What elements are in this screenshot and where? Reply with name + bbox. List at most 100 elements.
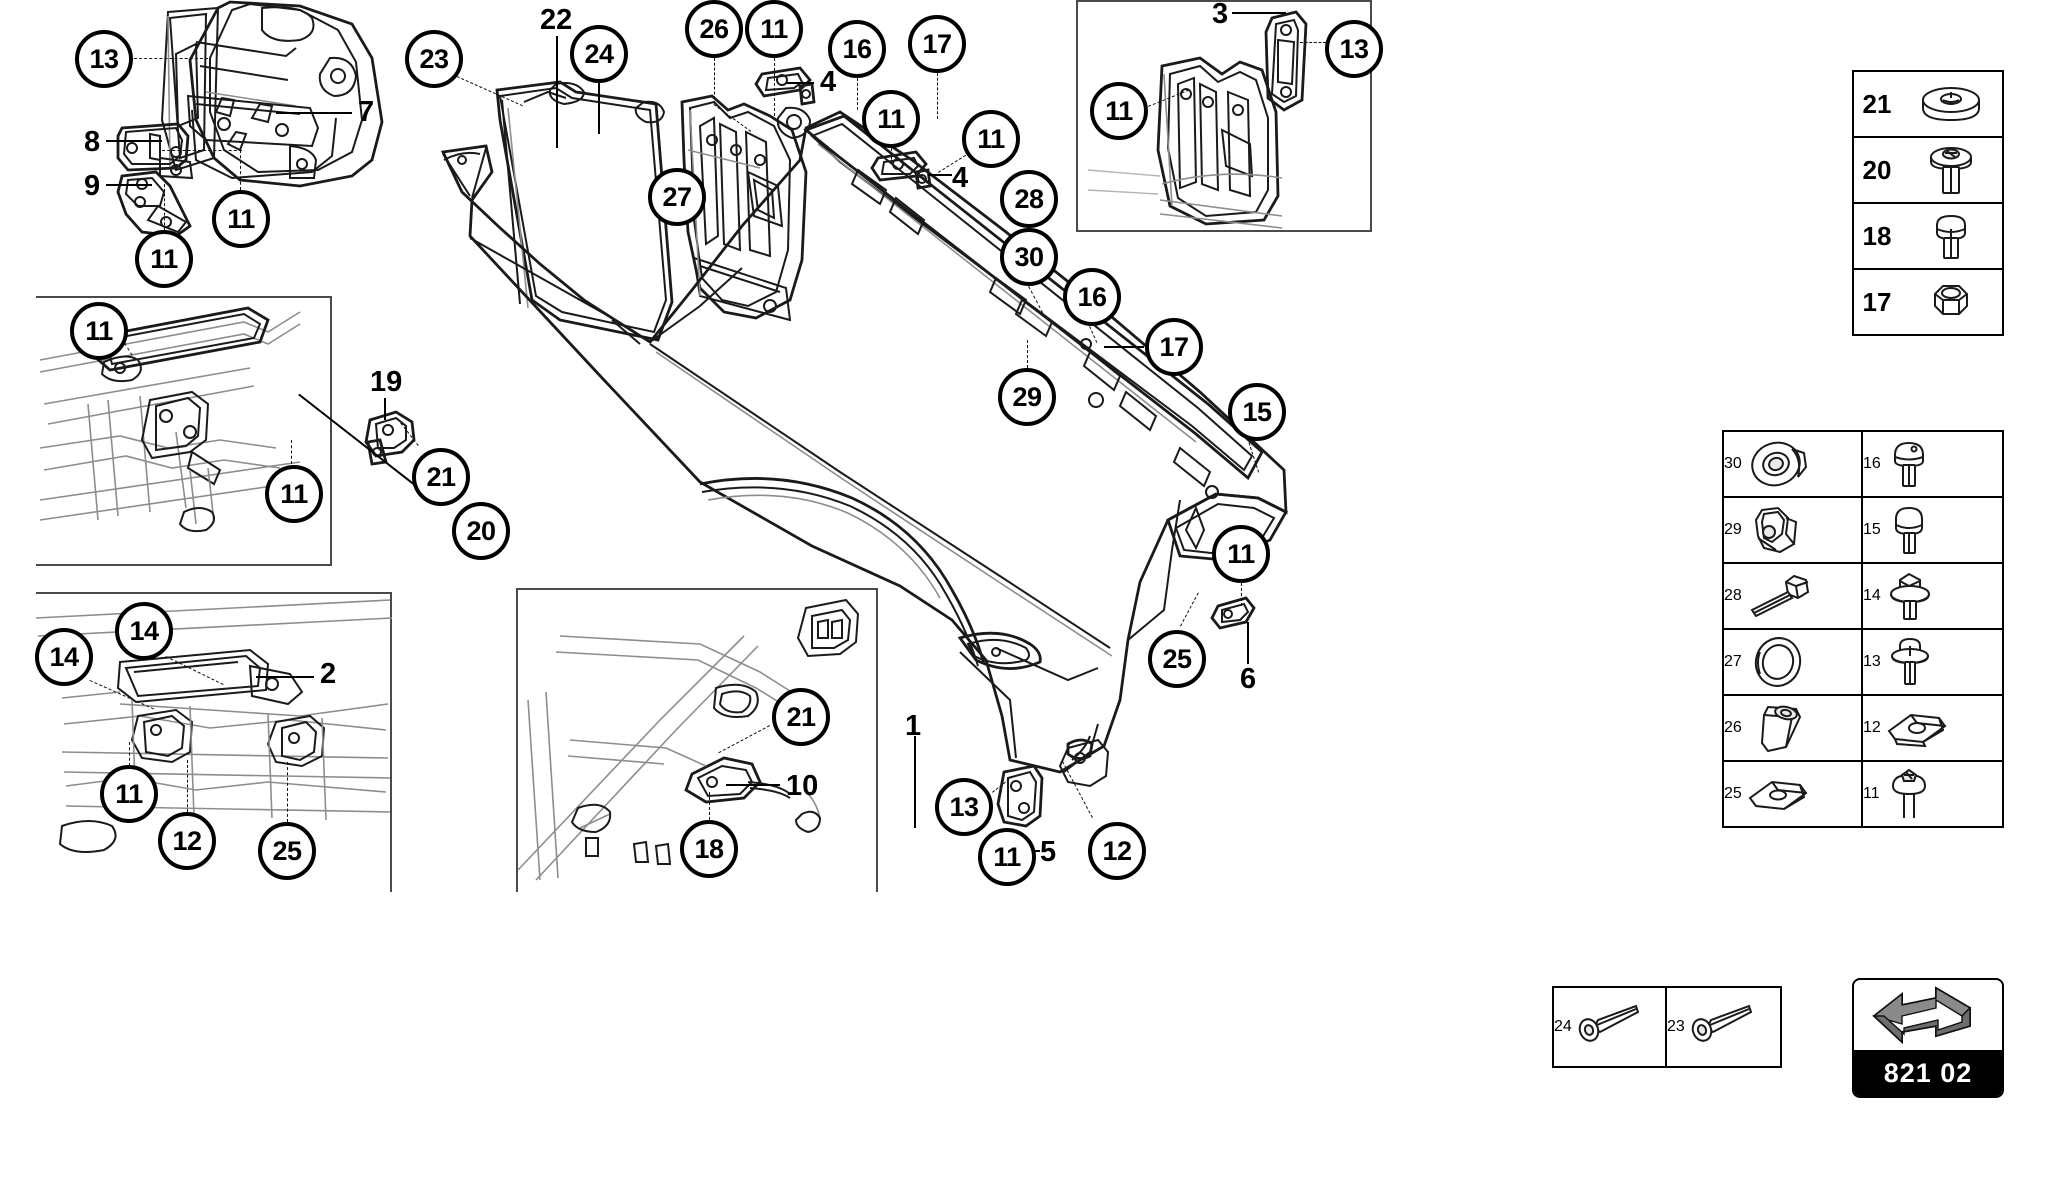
legend-cell[interactable]: 16 — [1863, 432, 2002, 496]
legend-cell[interactable]: 23 — [1667, 988, 1780, 1066]
legend-part-number: 13 — [1863, 653, 1881, 670]
part-8-bracket-drawing — [116, 122, 194, 180]
callout-26[interactable]: 26 — [685, 0, 743, 58]
callout-21[interactable]: 21 — [772, 688, 830, 746]
legend-cell[interactable]: 26 — [1724, 696, 1863, 760]
callout-11[interactable]: 11 — [135, 230, 193, 288]
legend-cell[interactable]: 30 — [1724, 432, 1863, 496]
callout-16[interactable]: 16 — [828, 20, 886, 78]
callout-29[interactable]: 29 — [998, 368, 1056, 426]
callout-12[interactable]: 12 — [1088, 822, 1146, 880]
callout-label: 13 — [949, 791, 979, 822]
callout-label: 11 — [877, 103, 905, 134]
callout-11[interactable]: 11 — [265, 465, 323, 523]
leader-3 — [1232, 12, 1286, 14]
legend-row[interactable]: 18 — [1854, 204, 2002, 270]
callout-28[interactable]: 28 — [1000, 170, 1058, 228]
leader-7 — [276, 112, 352, 114]
callout-label: 16 — [1077, 281, 1107, 312]
callout-17[interactable]: 17 — [1145, 318, 1203, 376]
callout-16[interactable]: 16 — [1063, 268, 1121, 326]
leader-22 — [556, 36, 558, 148]
callout-21[interactable]: 21 — [412, 448, 470, 506]
inset-panel-lower-cowl — [36, 592, 392, 892]
legend-row[interactable]: 20 — [1854, 138, 2002, 204]
legend-part-number: 15 — [1863, 521, 1881, 538]
legend-part-number: 17 — [1862, 286, 1892, 317]
callout-11[interactable]: 11 — [862, 90, 920, 148]
callout-label: 13 — [1339, 33, 1369, 64]
legend-row[interactable]: 28 14 — [1724, 564, 2002, 630]
callout-14[interactable]: 14 — [35, 628, 93, 686]
callout-11[interactable]: 11 — [70, 302, 128, 360]
callout-label: 11 — [115, 778, 143, 809]
legend-row[interactable]: 29 15 — [1724, 498, 2002, 564]
square-speed-nut-icon — [1881, 704, 1955, 752]
label-6: 6 — [1240, 663, 1257, 695]
callout-13[interactable]: 13 — [75, 30, 133, 88]
part-4-plate-upper-drawing — [754, 66, 816, 106]
part-9-bracket-drawing — [116, 170, 192, 238]
part-number-plate[interactable]: 821 02 — [1852, 978, 2004, 1098]
legend-row[interactable]: 30 16 — [1724, 432, 2002, 498]
callout-11[interactable]: 11 — [978, 828, 1036, 886]
legend-cell[interactable]: 12 — [1863, 696, 2002, 760]
legend-row[interactable]: 25 11 — [1724, 762, 2002, 828]
legend-row[interactable]: 21 — [1854, 72, 2002, 138]
callout-15[interactable]: 15 — [1228, 383, 1286, 441]
callout-11[interactable]: 11 — [212, 190, 270, 248]
leader-11c — [774, 58, 775, 116]
callout-23[interactable]: 23 — [405, 30, 463, 88]
part-12-bracket-lower-drawing — [1058, 738, 1110, 788]
legend-cell[interactable]: 25 — [1724, 762, 1863, 826]
leader-4b — [928, 174, 952, 176]
callout-18[interactable]: 18 — [680, 820, 738, 878]
callout-13[interactable]: 13 — [1325, 20, 1383, 78]
leader-11i — [291, 440, 292, 464]
legend-row[interactable]: 26 12 — [1724, 696, 2002, 762]
callout-12[interactable]: 12 — [158, 812, 216, 870]
leader-11a — [164, 184, 165, 230]
bent-arrow-icon — [1854, 980, 2002, 1050]
legend-cell[interactable]: 15 — [1863, 498, 2002, 562]
callout-25[interactable]: 25 — [258, 822, 316, 880]
legend-cell[interactable]: 14 — [1863, 564, 2002, 628]
callout-11[interactable]: 11 — [100, 765, 158, 823]
callout-11[interactable]: 11 — [1090, 82, 1148, 140]
push-pin-clip-icon — [1880, 767, 1938, 821]
legend-row[interactable]: 27 13 — [1724, 630, 2002, 696]
callout-25[interactable]: 25 — [1148, 630, 1206, 688]
legend-cell[interactable]: 13 — [1863, 630, 2002, 694]
callout-17[interactable]: 17 — [908, 15, 966, 73]
callout-30[interactable]: 30 — [1000, 228, 1058, 286]
callout-label: 29 — [1012, 381, 1042, 412]
callout-label: 23 — [419, 43, 449, 74]
callout-label: 25 — [272, 835, 302, 866]
legend-cell[interactable]: 28 — [1724, 564, 1863, 628]
flange-hex-bolt-icon — [1881, 570, 1939, 622]
callout-14[interactable]: 14 — [115, 602, 173, 660]
leader-15 — [1247, 438, 1260, 473]
callout-11[interactable]: 11 — [1212, 525, 1270, 583]
part-19-clip-drawing — [364, 410, 416, 466]
callout-20[interactable]: 20 — [452, 502, 510, 560]
legend-cell[interactable]: 11 — [1863, 762, 2002, 826]
callout-label: 24 — [584, 38, 614, 69]
callout-11[interactable]: 11 — [962, 110, 1020, 168]
leader-9 — [106, 184, 152, 186]
callout-label: 15 — [1242, 396, 1272, 427]
hex-nut-icon — [1900, 270, 2002, 334]
callout-27[interactable]: 27 — [648, 168, 706, 226]
parts-legend-right-column: 21 20 — [1852, 70, 2004, 336]
legend-row[interactable]: 17 — [1854, 270, 2002, 336]
bracket-clip-icon — [1742, 504, 1818, 556]
legend-part-number: 24 — [1554, 1018, 1572, 1035]
callout-24[interactable]: 24 — [570, 25, 628, 83]
legend-cell[interactable]: 27 — [1724, 630, 1863, 694]
callout-13[interactable]: 13 — [935, 778, 993, 836]
legend-part-number: 14 — [1863, 587, 1881, 604]
legend-cell[interactable]: 24 — [1554, 988, 1667, 1066]
leader-6 — [1247, 622, 1249, 664]
legend-cell[interactable]: 29 — [1724, 498, 1863, 562]
callout-11[interactable]: 11 — [745, 0, 803, 58]
